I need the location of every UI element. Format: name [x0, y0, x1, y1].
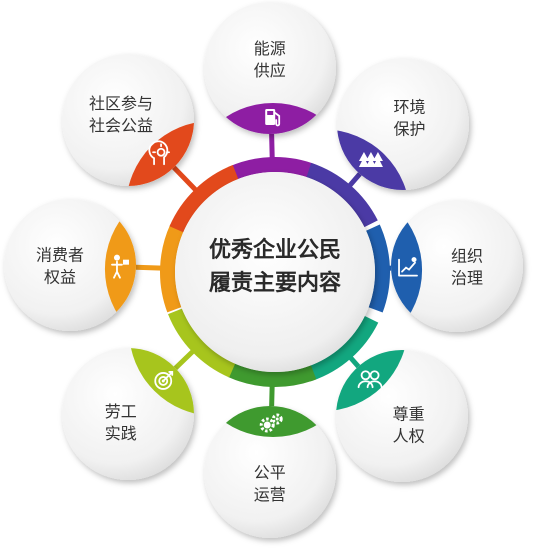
node-label-line2: 运营	[254, 485, 286, 504]
node-label-line2: 实践	[105, 424, 137, 443]
node-label-line1: 劳工	[105, 402, 137, 421]
center-title-line2: 履责主要内容	[209, 270, 341, 296]
node-label-line1: 环境	[394, 97, 426, 116]
connector-consumer	[132, 267, 162, 268]
node-label-line1: 消费者	[36, 246, 84, 265]
node-label-line2: 供应	[254, 61, 286, 80]
center-title-line1: 优秀企业公民	[209, 237, 341, 263]
node-label-line2: 社会公益	[89, 116, 153, 135]
node-label-line1: 尊重	[393, 404, 425, 423]
node-label-line1: 组织	[451, 247, 483, 266]
connector-community	[171, 165, 196, 191]
node-label-line2: 治理	[451, 269, 483, 288]
node-label-line1: 社区参与	[89, 94, 153, 113]
node-label-line2: 权益	[44, 268, 76, 287]
node-label-line2: 人权	[393, 426, 425, 445]
connector-labor	[173, 351, 194, 371]
node-label-line1: 能源	[254, 39, 286, 58]
center-hub: 优秀企业公民 履责主要内容	[175, 172, 375, 372]
node-label-line1: 公平	[254, 463, 286, 482]
connector-energy	[272, 130, 273, 159]
node-label-line2: 保护	[394, 119, 426, 138]
